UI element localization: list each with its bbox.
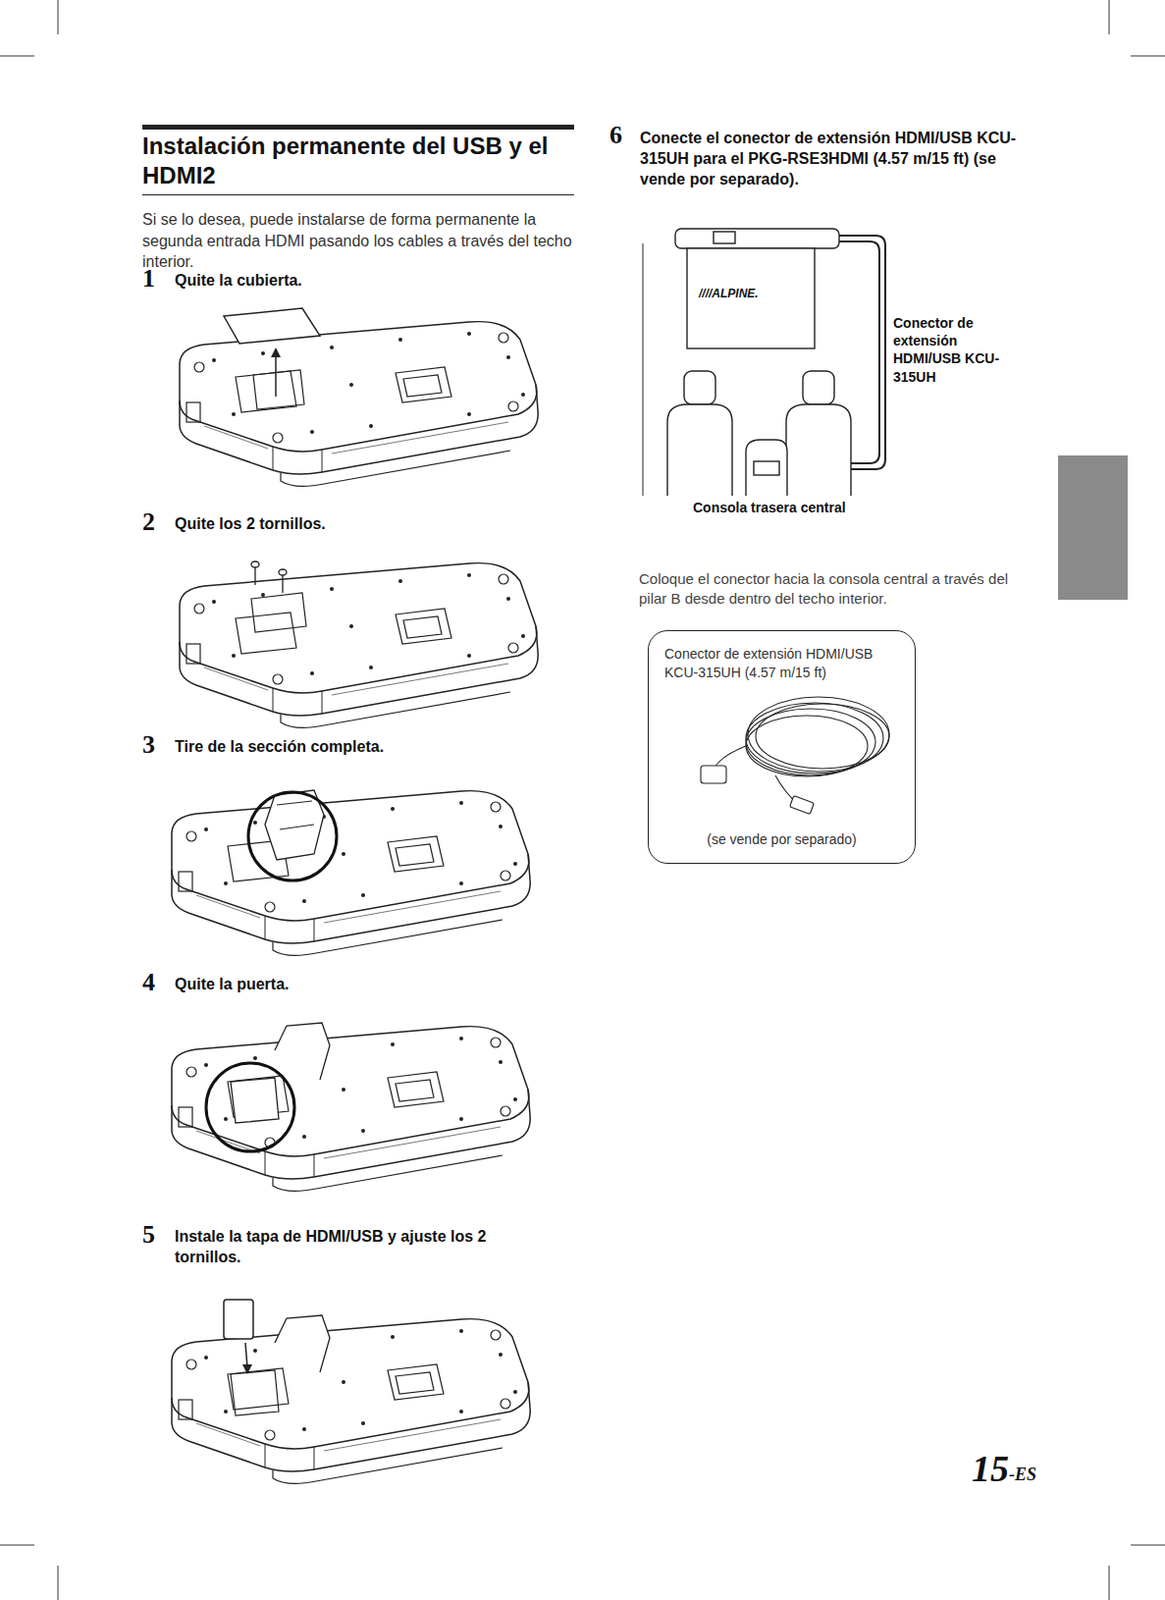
box-heading: Conector de extensión HDMI/USB KCU-315UH… [664,644,900,683]
step-text: Quite la cubierta. [174,270,529,290]
section-tab [1058,455,1128,600]
callout-label: Conector de extensión HDMI/USB KCU-315UH [893,314,1021,386]
step-text: Instale la tapa de HDMI/USB y ajuste los… [174,1226,519,1269]
vehicle-figure [642,228,886,496]
brand-logo: ////ALPINE. [698,286,759,301]
step5-figure [171,1299,530,1483]
title-bar [142,124,575,130]
section-title: Instalación permanente del USB y el HDMI… [142,131,575,191]
box-note: (se vende por separado) [660,830,903,848]
step1-figure [179,308,538,486]
intro-text: Si se lo desea, puede instalarse de form… [142,209,575,273]
step4-figure [171,1022,530,1191]
step-number: 2 [142,506,156,537]
step-number: 1 [142,263,156,294]
callout-label: Consola trasera central [692,499,847,517]
step2-figure [179,561,538,728]
step-number: 4 [142,966,156,998]
cable-coil [700,696,890,814]
step-text: Conecte el conector de extensión HDMI/US… [639,128,1043,190]
note-text: Coloque el conector hacia la consola cen… [638,569,1022,610]
step-text: Tire de la sección completa. [174,737,529,756]
step-text: Quite los 2 tornillos. [174,514,529,533]
step-number: 6 [609,119,623,151]
page-suffix: -ES [1008,1464,1037,1486]
step-text: Quite la puerta. [174,974,529,994]
step-number: 5 [142,1218,156,1250]
step3-figure [171,790,530,955]
accessory-box: Conector de extensión HDMI/USB KCU-315UH… [647,630,916,864]
title-rule [142,194,575,196]
step-number: 3 [142,729,156,760]
page-number: 15 [971,1446,1009,1492]
